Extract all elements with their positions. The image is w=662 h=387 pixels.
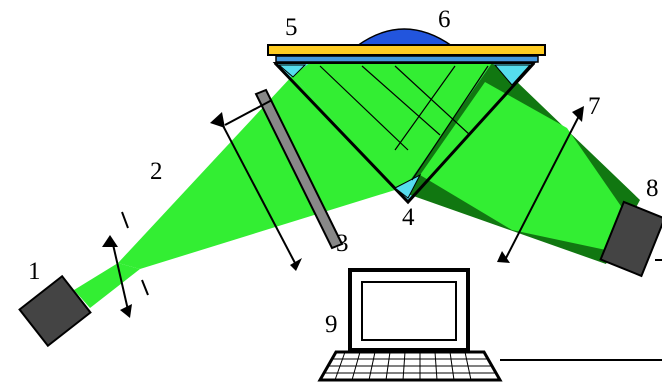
prism-beam	[293, 63, 492, 192]
prism-outline	[273, 61, 536, 205]
label-2: 2	[150, 158, 163, 185]
focus-arrow-bottom	[497, 251, 510, 263]
computer-screen	[361, 281, 457, 341]
reflected-beam-light-band	[420, 82, 625, 250]
camera	[599, 200, 662, 278]
prism-corner-left	[277, 64, 307, 78]
pinhole	[121, 211, 149, 296]
focusing-lens	[504, 111, 582, 261]
gold-film-slide	[267, 44, 546, 56]
prism-corner-right	[493, 64, 532, 86]
incident-beam-wide	[118, 75, 395, 269]
computer	[317, 259, 662, 382]
label-8: 8	[646, 175, 659, 202]
lens-arrow-top	[210, 112, 225, 128]
prism-bottom-tip	[394, 173, 422, 199]
label-9: 9	[325, 311, 338, 338]
label-7: 7	[588, 93, 601, 120]
incident-beam-narrow	[74, 263, 140, 308]
label-5: 5	[285, 14, 298, 41]
slide-lower-layer	[275, 55, 539, 63]
small-lens-arrow-bottom	[120, 304, 132, 318]
label-6: 6	[438, 6, 451, 33]
polarizer-plate	[254, 88, 344, 250]
focus-arrow-top	[572, 106, 584, 122]
light-source	[18, 274, 92, 348]
expanding-lens	[111, 99, 296, 311]
label-4: 4	[402, 204, 415, 231]
label-1: 1	[28, 258, 41, 285]
label-3: 3	[336, 230, 349, 257]
small-lens-arrow-top	[102, 235, 118, 247]
lens-arrow-bottom	[290, 258, 302, 271]
prism-rays	[319, 65, 489, 181]
keyboard-keys	[325, 351, 495, 381]
